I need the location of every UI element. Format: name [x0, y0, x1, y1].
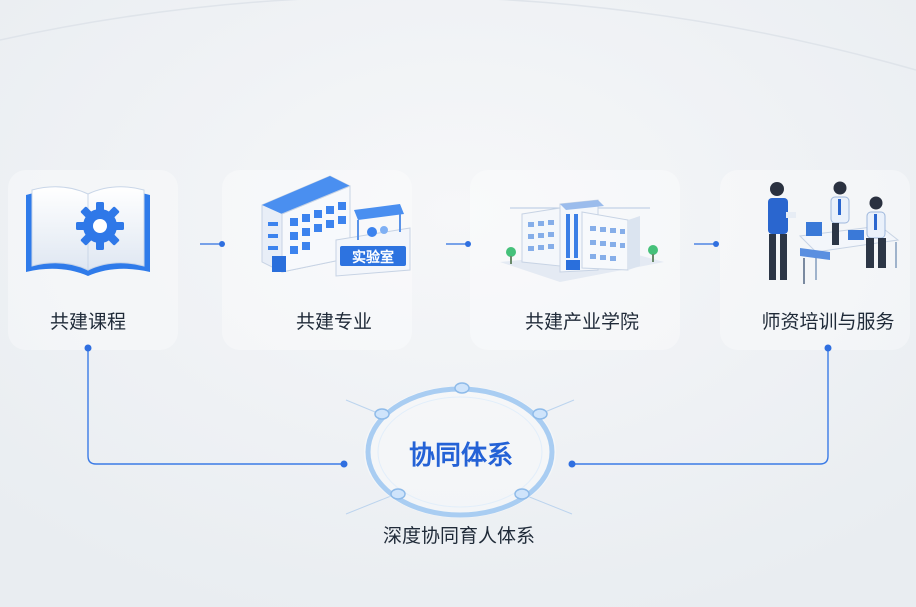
flow-connectors	[200, 241, 719, 247]
item-label-industry-college: 共建产业学院	[524, 311, 640, 333]
item-label-teacher-training: 师资培训与服务	[761, 311, 895, 333]
team-meeting-icon	[768, 181, 900, 284]
bracket-dot-left	[340, 460, 348, 468]
campus-building-icon	[500, 199, 664, 282]
item-label-majors: 共建专业	[295, 311, 373, 333]
collaboration-ring	[345, 382, 575, 518]
lab-building-icon: 实验室	[261, 175, 411, 277]
bracket-dot-right	[568, 460, 576, 468]
lab-sign-text: 实验室	[352, 249, 394, 266]
item-label-courses: 共建课程	[49, 311, 127, 333]
book-gear-icon	[26, 186, 150, 276]
bracket-dot-right-top	[824, 344, 832, 352]
center-title: 协同体系	[408, 441, 514, 471]
bracket-dot-left-top	[84, 344, 92, 352]
center-subtitle: 深度协同育人体系	[382, 525, 536, 547]
background-arc	[0, 0, 916, 71]
bracket-lines	[87, 348, 829, 465]
